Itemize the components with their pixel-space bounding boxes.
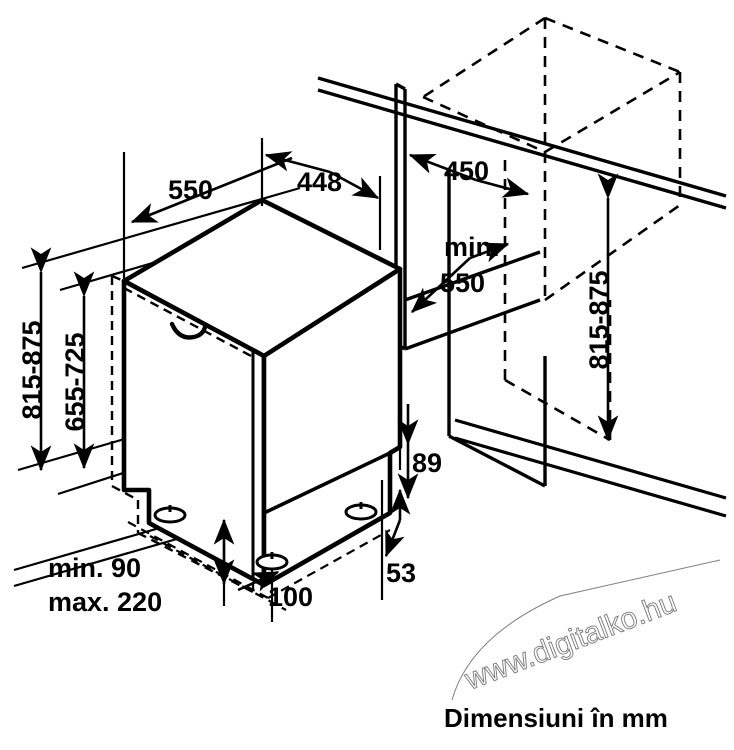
dimension-label-815-875-right: 815-875 bbox=[584, 270, 614, 369]
dimension-depth-550: 550 bbox=[130, 156, 293, 224]
dimension-foot-53: 53 bbox=[384, 488, 416, 588]
appliance-plinth bbox=[147, 451, 391, 523]
dimension-label-815-875-left: 815-875 bbox=[17, 320, 47, 419]
dimension-label-655-725: 655-725 bbox=[60, 332, 90, 431]
dimension-offset-100: 100 bbox=[237, 570, 313, 612]
dimension-niche-450: 450 bbox=[408, 153, 530, 198]
dimension-height-655-725: 655-725 bbox=[60, 271, 95, 470]
dimension-height-815-875-right: 815-875 bbox=[584, 173, 619, 442]
dimension-label-min-90: min. 90 bbox=[48, 553, 141, 583]
dimension-label-53: 53 bbox=[386, 558, 416, 588]
niche-outline bbox=[422, 16, 682, 302]
floor-lines bbox=[454, 418, 727, 518]
dimension-label-100: 100 bbox=[268, 582, 313, 612]
dimension-niche-min-550: min. 550 bbox=[411, 232, 510, 313]
dimension-label-450: 450 bbox=[444, 156, 489, 186]
dimension-width-448: 448 bbox=[264, 151, 380, 200]
dimension-label-550-niche: 550 bbox=[440, 268, 485, 298]
worktop-edge bbox=[317, 76, 727, 210]
dimension-label-min: min. bbox=[444, 232, 500, 262]
dimension-label-max-220: max. 220 bbox=[48, 587, 162, 617]
dimension-label-550-depth: 550 bbox=[168, 175, 213, 205]
dimension-label-89: 89 bbox=[412, 448, 442, 478]
adjustable-foot-left bbox=[153, 505, 187, 524]
adjustable-foot-right bbox=[344, 502, 378, 521]
dimension-height-815-875-left: 815-875 bbox=[17, 247, 52, 472]
dimension-plinth-89: 89 bbox=[397, 404, 442, 500]
dimension-label-448: 448 bbox=[297, 167, 342, 197]
caption-dimensions-unit: Dimensiuni în mm bbox=[444, 703, 668, 733]
